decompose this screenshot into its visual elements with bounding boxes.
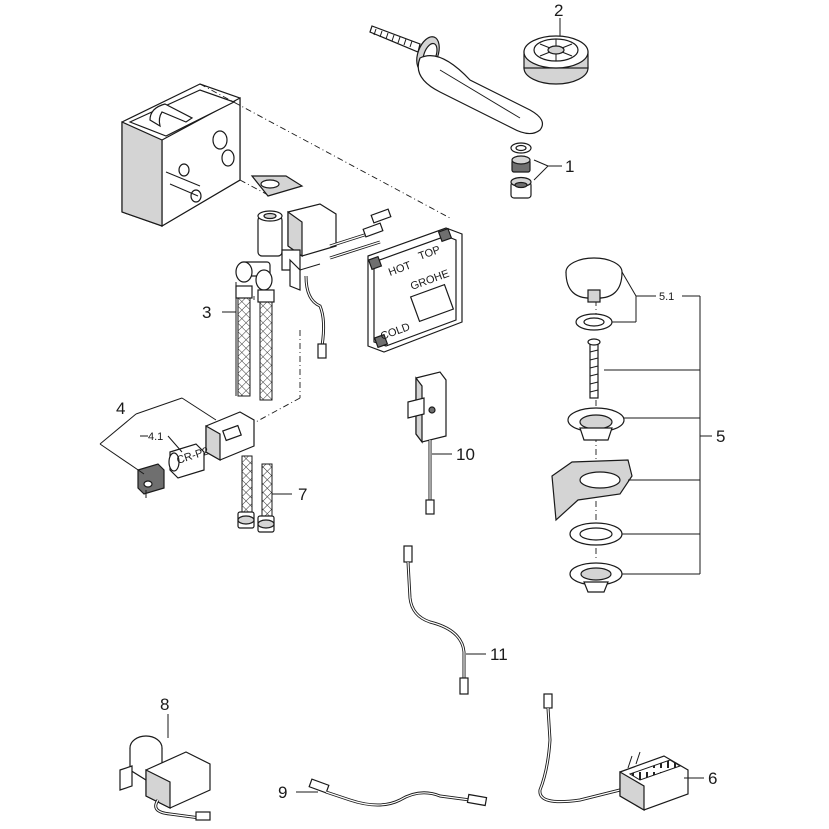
callout-1: 1 xyxy=(565,157,574,176)
callout-leaders xyxy=(99,18,712,793)
battery-housing xyxy=(205,411,255,462)
callout-4: 4 xyxy=(116,399,125,418)
battery-cap xyxy=(137,463,165,498)
callout-4-1: 4.1 xyxy=(148,431,163,443)
drain-body xyxy=(567,407,625,441)
valve-body xyxy=(235,203,392,359)
callout-3: 3 xyxy=(202,303,211,322)
flexible-hoses xyxy=(237,455,275,533)
aerator-set xyxy=(510,142,532,199)
connection-cable xyxy=(403,545,469,695)
callout-8: 8 xyxy=(160,695,169,714)
valve-hoses xyxy=(235,285,275,401)
callout-6: 6 xyxy=(708,769,717,788)
power-supply xyxy=(538,693,689,812)
adapter-plate xyxy=(250,175,304,197)
basin-section xyxy=(551,459,633,522)
assembly-lines xyxy=(199,83,597,560)
washer xyxy=(569,522,623,546)
sensor xyxy=(407,371,447,515)
spout-thread xyxy=(373,28,413,48)
callout-5-1: 5.1 xyxy=(659,291,674,303)
rod xyxy=(587,338,601,399)
mounting-box xyxy=(121,83,241,228)
callout-numbers: 2 1 3 4 4.1 7 10 11 8 9 6 5.1 5 xyxy=(116,1,725,802)
callout-10: 10 xyxy=(456,445,475,464)
battery: CR-P2 xyxy=(168,443,210,479)
callout-9: 9 xyxy=(278,783,287,802)
extension-cable xyxy=(308,778,488,807)
callout-5: 5 xyxy=(716,427,725,446)
callout-2: 2 xyxy=(554,1,563,20)
wall-plate: GROHE HOT TOP COLD xyxy=(367,227,463,353)
ring-cap xyxy=(523,35,589,85)
drain-flange xyxy=(569,562,623,593)
pop-up-plug xyxy=(565,257,623,303)
spout xyxy=(369,25,543,135)
waste-set xyxy=(551,257,633,593)
callout-7: 7 xyxy=(298,485,307,504)
callout-11: 11 xyxy=(490,645,508,664)
solenoid-valve xyxy=(119,735,211,821)
seal-ring xyxy=(575,313,613,331)
